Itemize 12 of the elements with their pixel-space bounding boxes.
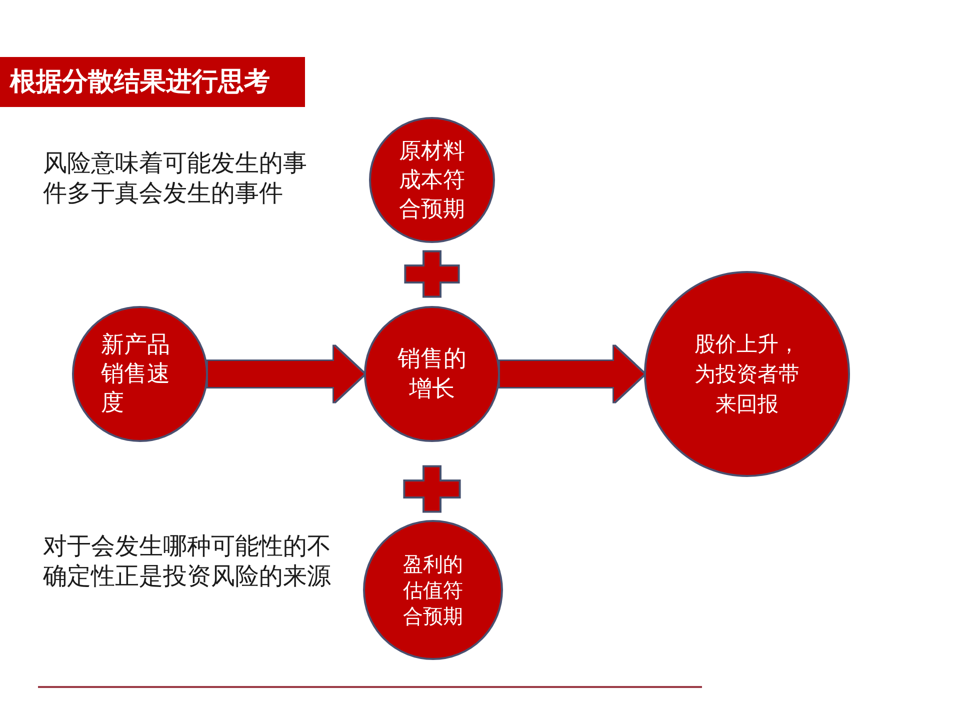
block-arrow bbox=[500, 346, 644, 402]
node-label: 盈利的估值符合预期 bbox=[402, 551, 464, 629]
node-label: 新产品销售速度 bbox=[100, 330, 171, 418]
plus-sign bbox=[404, 250, 460, 298]
title-banner: 根据分散结果进行思考 bbox=[0, 57, 305, 107]
block-arrow bbox=[208, 346, 364, 402]
node-label: 股价上升，为投资者带来回报 bbox=[693, 331, 800, 418]
node-label: 原材料成本符合预期 bbox=[398, 138, 466, 224]
note-text: 对于会发生哪种可能性的不确定性正是投资风险的来源 bbox=[43, 531, 332, 591]
node-label: 销售的增长 bbox=[396, 345, 468, 404]
note-text: 风险意味着可能发生的事件多于真会发生的事件 bbox=[43, 148, 308, 208]
plus-sign bbox=[403, 465, 461, 513]
